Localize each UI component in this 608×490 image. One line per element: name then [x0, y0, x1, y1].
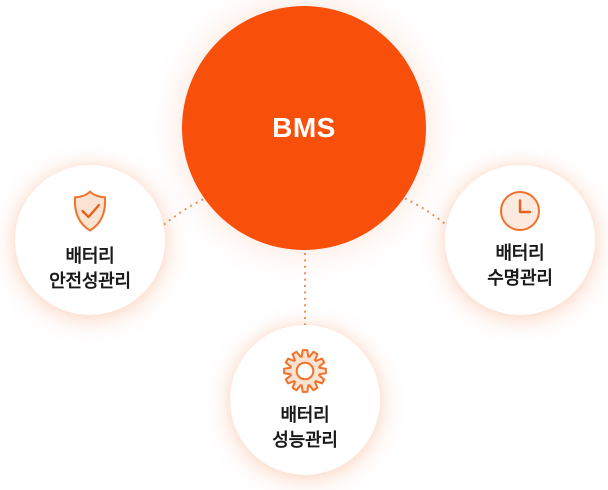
node-label-line2: 수명관리	[487, 267, 553, 288]
shield-check-icon	[68, 187, 112, 235]
node-label-line2: 안전성관리	[49, 270, 131, 291]
node-battery-lifespan: 배터리 수명관리	[445, 165, 595, 315]
node-label-line2: 성능관리	[272, 429, 338, 450]
node-label: 배터리 성능관리	[272, 403, 338, 452]
node-battery-safety: 배터리 안전성관리	[15, 165, 165, 315]
node-label-line1: 배터리	[495, 243, 545, 264]
node-label-line1: 배터리	[280, 405, 330, 426]
node-label: 배터리 안전성관리	[49, 244, 131, 293]
clock-icon	[499, 190, 541, 232]
gear-icon	[282, 348, 328, 394]
node-label-line1: 배터리	[65, 246, 115, 267]
bms-label: BMS	[272, 112, 336, 143]
bms-center-node: BMS	[182, 6, 426, 250]
node-battery-performance: 배터리 성능관리	[230, 325, 380, 475]
node-label: 배터리 수명관리	[487, 241, 553, 290]
